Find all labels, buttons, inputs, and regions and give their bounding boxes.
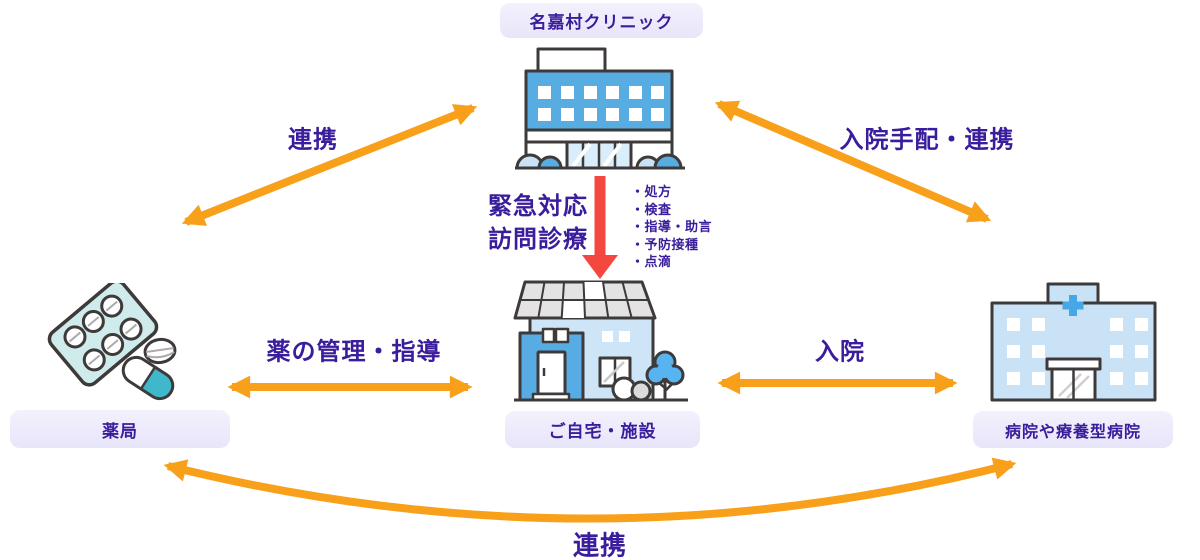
label-renkei-bottom: 連携: [572, 530, 628, 560]
service-item-guidance: ・指導・助言: [631, 219, 713, 234]
service-item-examination: ・検査: [631, 201, 672, 217]
node-label-clinic: 名嘉村クリニック: [500, 3, 703, 38]
service-item-iv-drip: ・点滴: [631, 254, 672, 269]
house-icon: [513, 280, 688, 402]
arrow-clinic-hospital: [714, 100, 992, 223]
tablet: [143, 337, 177, 365]
label-emergency-line1: 緊急対応: [488, 193, 588, 220]
label-emergency-visit: 緊急対応 訪問診療: [436, 190, 588, 256]
service-item-prescription: ・処方: [631, 184, 672, 199]
arrow-pharmacy-hospital-curved: [163, 457, 1017, 523]
house-door: [531, 350, 571, 402]
node-label-pharmacy: 薬局: [10, 410, 230, 448]
hospital-cross-icon: [1062, 295, 1084, 316]
hospital-entrance: [1045, 357, 1102, 402]
tree-icon: [645, 350, 685, 399]
service-item-vaccination: ・予防接種: [631, 236, 699, 252]
label-hospitalization-arrangement: 入院手配・連携: [839, 126, 1015, 154]
label-emergency-line2: 訪問診療: [488, 226, 588, 253]
label-renkei-left: 連携: [288, 126, 338, 154]
bush-gray: [630, 380, 652, 402]
node-label-home: ご自宅・施設: [505, 411, 700, 448]
house-solar-roof: [513, 280, 657, 320]
medicine-blister-pack-icon: [47, 283, 177, 401]
capsule: [121, 355, 175, 401]
label-hospitalization: 入院: [815, 338, 865, 366]
label-medicine-management: 薬の管理・指導: [266, 338, 442, 366]
arrow-clinic-pharmacy: [181, 104, 478, 226]
clinic-building-icon: [515, 47, 685, 170]
hospital-building-icon: [990, 282, 1157, 402]
home-visit-services-list: ・処方 ・検査 ・指導・助言 ・予防接種 ・点滴: [631, 183, 712, 271]
node-label-hospital: 病院や療養型病院: [973, 411, 1173, 448]
arrow-clinic-home-red: [582, 176, 618, 279]
blister-pack: [47, 283, 159, 387]
